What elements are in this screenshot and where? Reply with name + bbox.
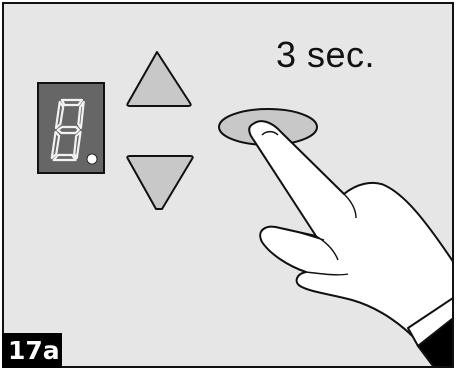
- panel-drawing: [37, 51, 452, 366]
- triangle-down-icon[interactable]: [126, 155, 194, 210]
- hold-duration-text: 3 sec.: [276, 34, 376, 75]
- triangle-up-icon[interactable]: [126, 51, 192, 107]
- pointing-hand-icon: [248, 120, 452, 366]
- figure-label: 17a: [2, 333, 62, 368]
- seven-segment-display-icon: [37, 82, 105, 174]
